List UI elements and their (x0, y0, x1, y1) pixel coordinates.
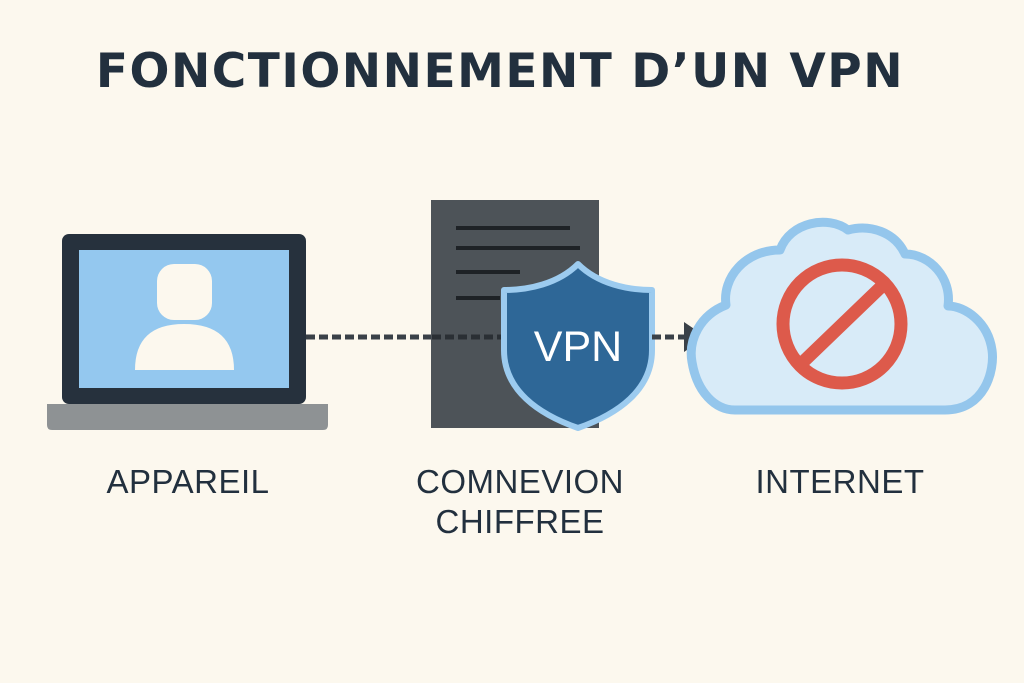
connection-label-line2: CHIFFREE (435, 503, 605, 540)
node-label-internet: INTERNET (720, 462, 960, 502)
device-label: APPAREIL (106, 463, 270, 500)
node-label-connection: COMNEVION CHIFFREE (390, 462, 650, 542)
cloud-icon (686, 217, 997, 415)
diagram-title: FONCTIONNEMENT D’UN VPN (95, 44, 905, 99)
block-icon (776, 258, 908, 390)
internet-label: INTERNET (755, 463, 925, 500)
laptop-icon (47, 234, 328, 430)
shield-icon: VPN (501, 261, 655, 431)
node-label-device: APPAREIL (78, 462, 298, 502)
user-icon (135, 264, 234, 370)
connection-label-line1: COMNEVION (415, 463, 624, 500)
shield-label: VPN (534, 323, 622, 371)
